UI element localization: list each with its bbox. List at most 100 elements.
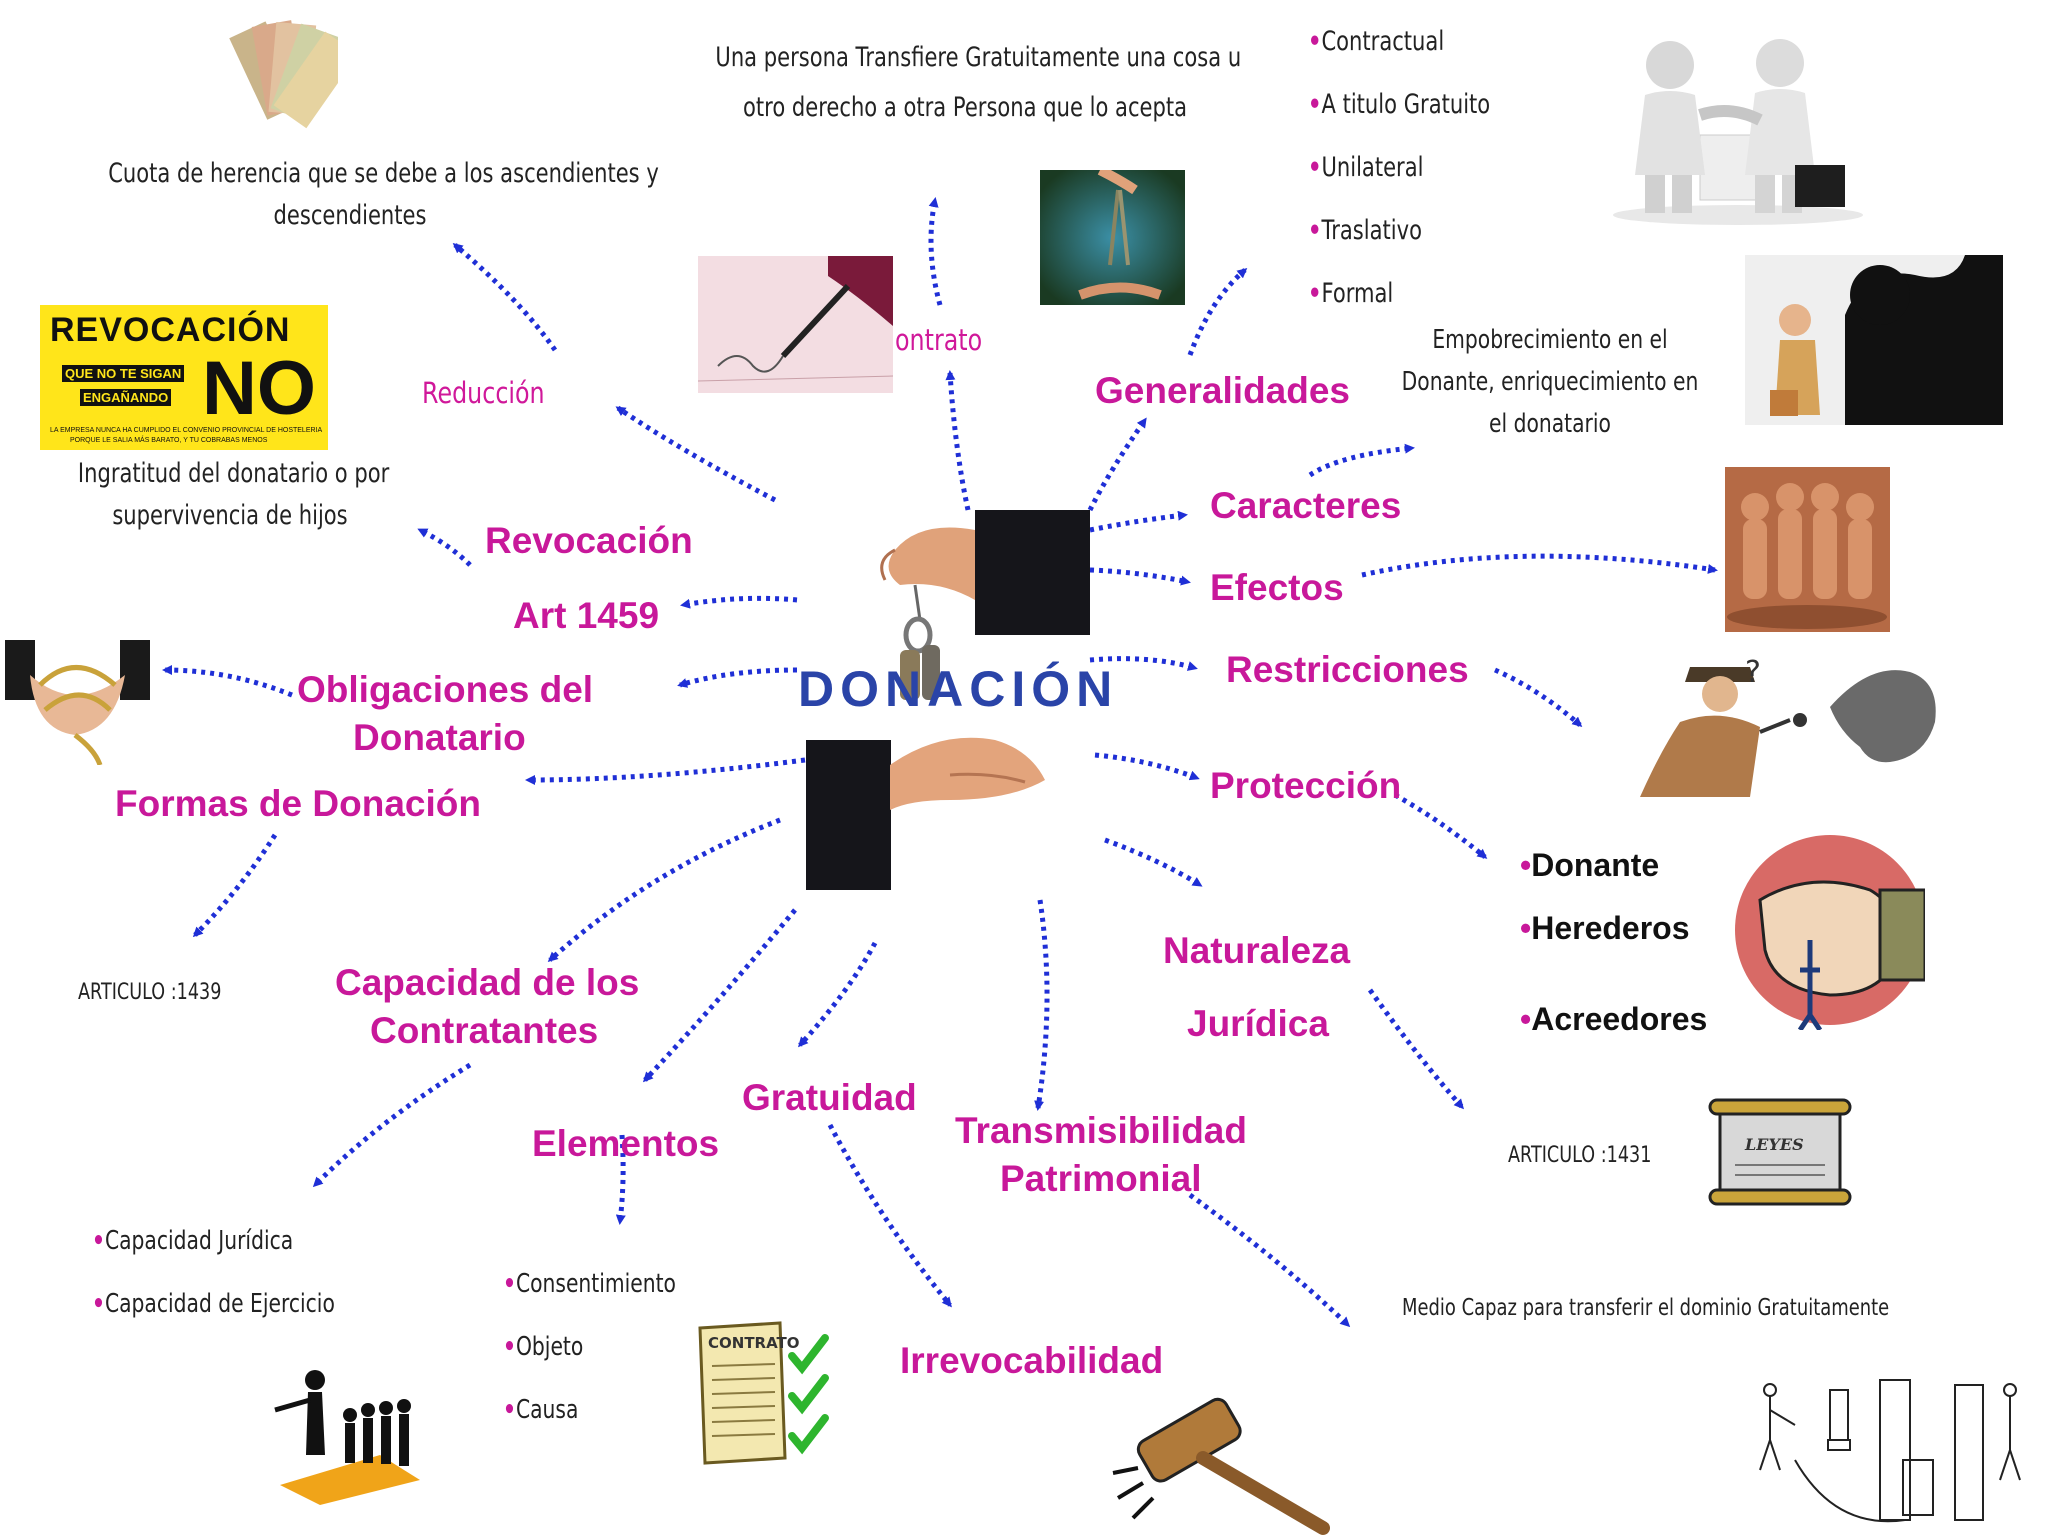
revocacion-sign: REVOCACIÓN QUE NO TE SIGAN ENGAÑANDO NO … — [40, 305, 328, 450]
node-art1459: Art 1459 — [513, 595, 660, 636]
node-generalidades: Generalidades — [1095, 370, 1351, 411]
center-title: DONACIÓN — [798, 661, 1119, 717]
definition-line-2: otro derecho a otra Persona que lo acept… — [742, 92, 1188, 123]
arrow-for-down — [192, 833, 278, 938]
arrow-car-right — [1308, 443, 1415, 478]
gavel-image — [1108, 1378, 1333, 1536]
sign-word-2: NO — [202, 346, 316, 431]
node-reduccion: Reducción — [422, 376, 545, 410]
empobrecimiento-line-1: Empobrecimiento en el — [1432, 325, 1668, 355]
arrow-red-up — [452, 243, 558, 352]
arrow-capacidad — [547, 817, 781, 963]
list-item: •Donante — [1520, 847, 1660, 883]
contract-doc-title: CONTRATO — [708, 1334, 800, 1352]
ingratitud-line-2: supervivencia de hijos — [112, 500, 348, 531]
list-item: •Unilateral — [1308, 152, 1424, 183]
list-item: •Causa — [503, 1395, 579, 1425]
arrow-naturaleza — [1104, 837, 1203, 888]
empobrecimiento-line-2: Donante, enriquecimiento en — [1401, 367, 1699, 397]
cuota-line-1: Cuota de herencia que se debe a los asce… — [108, 158, 659, 189]
clay-figures-image — [1725, 467, 1890, 632]
fist-image — [1730, 830, 1925, 1030]
contract-checklist-image: CONTRATO — [690, 1318, 845, 1468]
node-formas: Formas de Donación — [115, 783, 481, 824]
arrow-res-right — [1493, 667, 1583, 727]
shadow-thief-image — [1745, 255, 2003, 425]
definition-line-1: Una persona Transfiere Gratuitamente una… — [715, 42, 1242, 73]
list-item: •Capacidad Jurídica — [92, 1226, 294, 1256]
pen-signing-image — [698, 256, 893, 393]
list-item: •Objeto — [503, 1332, 584, 1362]
list-item: •Acreedores — [1520, 1001, 1708, 1037]
arrow-gratuidad — [797, 941, 878, 1048]
arrow-contrato — [945, 370, 971, 511]
arrow-formas — [525, 757, 806, 785]
node-proteccion: Protección — [1210, 765, 1402, 806]
node-caracteres: Caracteres — [1210, 485, 1402, 526]
node-obligaciones-2: Donatario — [353, 717, 526, 758]
elementos-list: •Consentimiento •Objeto •Causa — [503, 1253, 676, 1442]
cuota-line-2: descendientes — [273, 200, 427, 231]
arrow-reduccion — [615, 405, 777, 503]
arrow-pro-right — [1393, 792, 1488, 859]
arrow-revocacion — [417, 527, 472, 567]
arrow-obligaciones — [677, 667, 798, 688]
node-revocacion: Revocación — [485, 520, 693, 561]
node-capacidad-2: Contratantes — [370, 1010, 599, 1051]
node-capacidad-1: Capacidad de los — [335, 962, 640, 1003]
node-elementos: Elementos — [532, 1123, 720, 1164]
node-restricciones: Restricciones — [1226, 649, 1469, 690]
medio-capaz-text: Medio Capaz para transferir el dominio G… — [1402, 1295, 1890, 1321]
articulo-1431: ARTICULO :1431 — [1508, 1143, 1652, 1168]
list-item: •Traslativo — [1308, 215, 1422, 246]
node-obligaciones-1: Obligaciones del — [297, 669, 594, 710]
caracteres-list: •Contractual •A titulo Gratuito •Unilate… — [1308, 10, 1490, 325]
arrow-gra-down — [827, 1123, 952, 1308]
arrow-cap-down — [312, 1062, 472, 1188]
sign-fine-1: LA EMPRESA NUNCA HA CUMPLIDO EL CONVENIO… — [50, 427, 323, 434]
leader-figures-image — [270, 1360, 430, 1505]
arrow-generalidades — [1087, 417, 1148, 512]
arrow-restricciones — [1089, 656, 1198, 671]
center-hands-image — [800, 510, 1090, 890]
list-item: •Capacidad de Ejercicio — [92, 1289, 335, 1319]
ingratitud-line-1: Ingratitud del donatario o por — [77, 458, 390, 489]
node-transmisibilidad-1: Transmisibilidad — [955, 1110, 1247, 1151]
node-naturaleza-1: Naturaleza — [1163, 930, 1351, 971]
capacidad-list: •Capacidad Jurídica •Capacidad de Ejerci… — [92, 1210, 335, 1336]
arrow-efectos — [1089, 567, 1191, 586]
node-naturaleza-2: Jurídica — [1187, 1003, 1329, 1044]
proteccion-list: •Donante •Herederos •Acreedores — [1520, 834, 1707, 1051]
money-image — [228, 18, 338, 133]
arrow-elementos — [642, 908, 797, 1083]
list-item: •Consentimiento — [503, 1269, 676, 1299]
arrow-nat-right — [1367, 988, 1464, 1110]
law-scroll-text: LEYES — [1744, 1135, 1804, 1154]
arrow-proteccion — [1094, 752, 1200, 781]
handshake-figures-image — [1610, 35, 1865, 225]
svg-text:?: ? — [1745, 655, 1761, 690]
node-efectos: Efectos — [1210, 567, 1344, 608]
articulo-1439: ARTICULO :1439 — [78, 980, 222, 1005]
node-contrato: ontrato — [895, 323, 983, 357]
tied-hands-image — [5, 640, 150, 765]
list-item: •Formal — [1308, 278, 1394, 309]
list-item: •Contractual — [1308, 26, 1445, 57]
empobrecimiento-line-3: el donatario — [1489, 409, 1611, 439]
arrow-gen-up — [1187, 268, 1248, 356]
arrow-caracteres — [1089, 510, 1188, 533]
spy-key-image: ? — [1640, 652, 1940, 797]
patent-drawing-image — [1755, 1370, 2025, 1536]
arrow-con-up — [928, 197, 943, 306]
node-irrevocabilidad: Irrevocabilidad — [900, 1340, 1164, 1381]
arrow-art1459 — [680, 595, 798, 609]
arrow-tra-right — [1188, 1192, 1351, 1328]
list-item: •A titulo Gratuito — [1308, 89, 1491, 120]
node-gratuidad: Gratuidad — [742, 1077, 917, 1118]
arrow-transmisibilidad — [1034, 899, 1050, 1111]
arrow-obl-left — [162, 665, 293, 698]
arrow-efe-right — [1361, 553, 1718, 578]
list-item: •Herederos — [1520, 910, 1690, 946]
keys-image — [1040, 170, 1185, 305]
